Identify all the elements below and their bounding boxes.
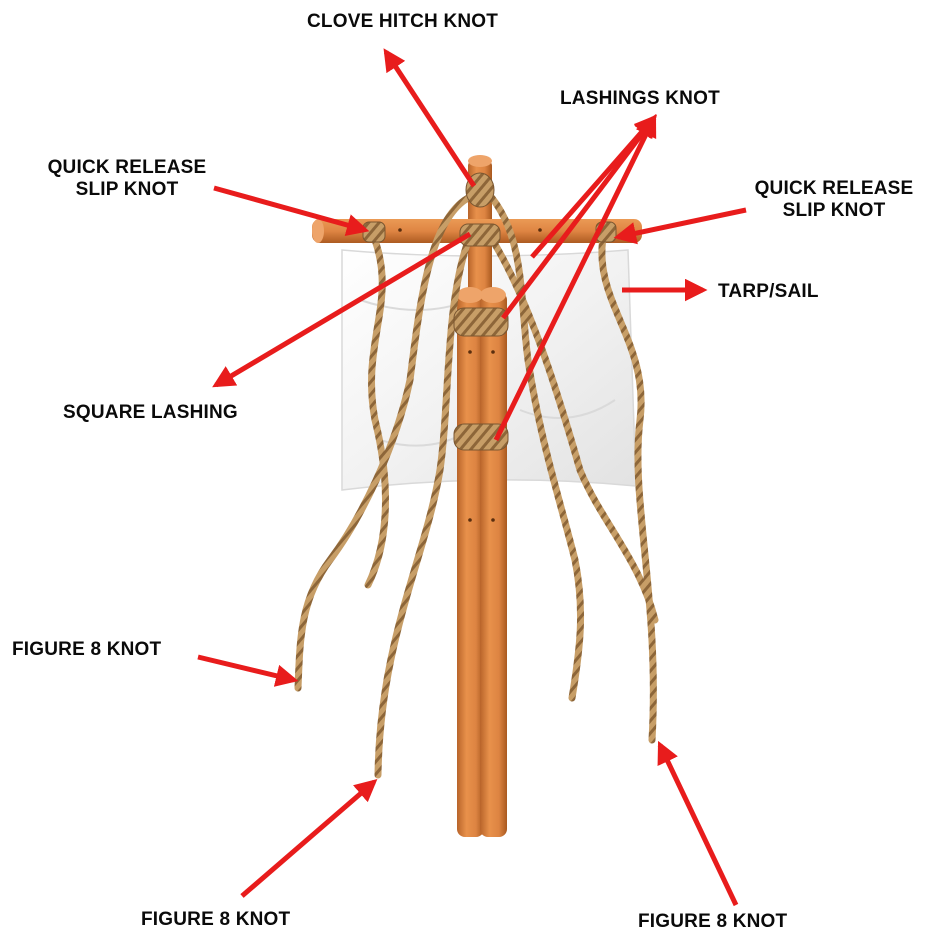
label-figure-8-knot-bottom-right: FIGURE 8 KNOT <box>638 911 787 933</box>
arrow-figure8-bottom-left <box>242 782 374 896</box>
arrow-clove-hitch <box>386 52 474 186</box>
label-lashings-knot: LASHINGS KNOT <box>560 88 720 110</box>
arrow-figure8-bottom-right <box>660 745 736 905</box>
label-figure-8-knot-left: FIGURE 8 KNOT <box>12 639 161 661</box>
label-quick-release-slip-knot-left: QUICK RELEASE SLIP KNOT <box>36 157 218 201</box>
label-figure-8-knot-bottom-left: FIGURE 8 KNOT <box>141 909 290 931</box>
label-square-lashing: SQUARE LASHING <box>63 402 238 424</box>
arrow-figure8-left <box>198 657 294 680</box>
label-tarp-sail: TARP/SAIL <box>718 281 819 303</box>
label-clove-hitch-knot: CLOVE HITCH KNOT <box>307 11 498 33</box>
label-quick-release-slip-knot-right: QUICK RELEASE SLIP KNOT <box>742 178 925 222</box>
label-line: QUICK RELEASE <box>36 157 218 179</box>
label-line: SLIP KNOT <box>36 179 218 201</box>
label-line: SLIP KNOT <box>742 200 925 222</box>
arrow-quick-release-left <box>214 188 365 230</box>
label-line: QUICK RELEASE <box>742 178 925 200</box>
